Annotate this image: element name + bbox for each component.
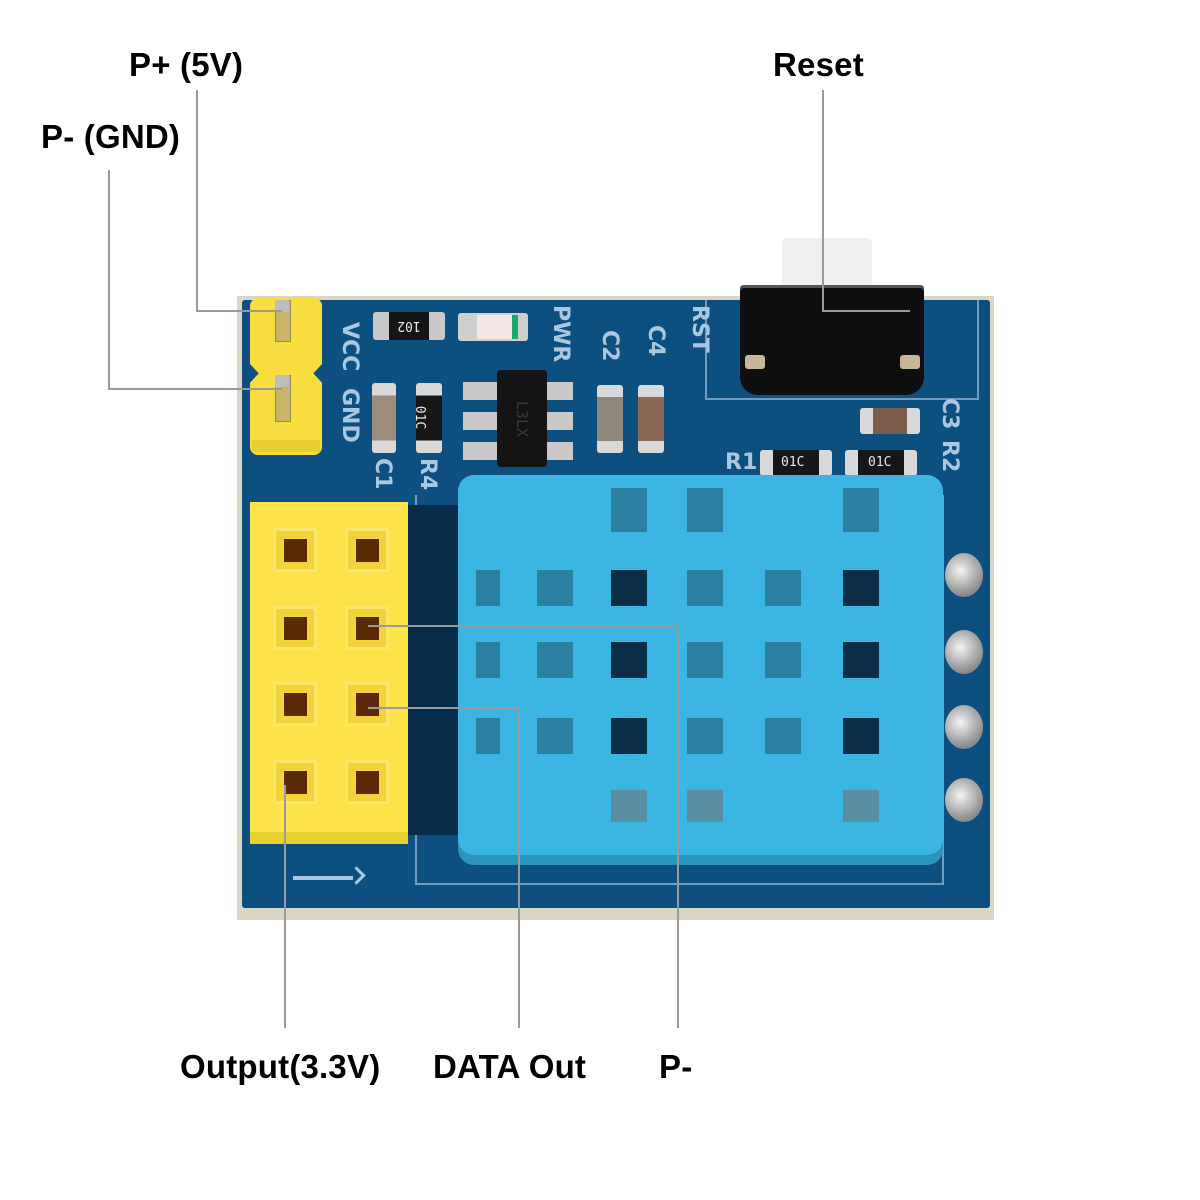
sensor-vent <box>765 642 801 678</box>
capacitor-c4 <box>638 385 664 453</box>
resistor-r1 <box>760 450 832 476</box>
sensor-vent <box>687 642 723 678</box>
sensor-vent <box>843 488 879 532</box>
trace-area <box>408 505 458 835</box>
resistor-r4-marking: 01C <box>412 405 428 430</box>
pwr-led-lens <box>477 315 513 339</box>
leader-p-plus-vertical <box>196 90 198 312</box>
sensor-vent <box>611 790 647 822</box>
resistor-102-marking: 102 <box>397 318 421 334</box>
capacitor-c3 <box>860 408 920 434</box>
resistor-102-body: 102 <box>389 312 429 340</box>
voltage-regulator: L3LX <box>497 370 547 467</box>
sensor-vent <box>476 642 500 678</box>
header-pin-vcc-top <box>275 300 289 312</box>
silk-r2: R2 <box>937 440 962 473</box>
sensor-vent <box>611 570 647 606</box>
socket-hole <box>284 693 307 716</box>
sensor-vent <box>843 570 879 606</box>
silk-r1: R1 <box>725 450 758 475</box>
socket-hole <box>356 539 379 562</box>
reset-button-pin-right <box>900 355 920 369</box>
socket-hole <box>356 771 379 794</box>
sensor-pin <box>945 705 983 749</box>
leader-reset-vertical <box>822 90 824 312</box>
sensor-vent <box>537 570 573 606</box>
sensor-vent <box>687 570 723 606</box>
leader-p-minus-gnd-vertical <box>108 170 110 390</box>
sensor-pin <box>945 630 983 674</box>
socket-hole <box>284 617 307 640</box>
resistor-r4 <box>416 383 442 453</box>
leader-p-minus-horizontal <box>368 625 679 627</box>
reset-button[interactable] <box>740 285 924 395</box>
sensor-vent <box>537 642 573 678</box>
label-reset: Reset <box>773 46 864 83</box>
resistor-r1-marking: 01C <box>781 455 805 470</box>
leader-output-vertical <box>284 785 286 1028</box>
leader-p-plus-horizontal <box>196 310 282 312</box>
leader-reset-horizontal <box>822 310 910 312</box>
silk-r4: R4 <box>415 458 440 491</box>
sensor-vent <box>765 570 801 606</box>
silk-vcc: VCC <box>337 322 362 372</box>
header-base <box>252 440 320 452</box>
sensor-vent <box>765 718 801 754</box>
silk-c2: C2 <box>597 330 622 362</box>
header-pin-gnd-top <box>275 375 289 387</box>
leader-data-vertical <box>518 707 520 1028</box>
silk-gnd: GND <box>337 388 362 443</box>
reset-button-pin-left <box>745 355 765 369</box>
sensor-vent <box>537 718 573 754</box>
silk-arrow <box>293 876 353 880</box>
resistor-r2 <box>845 450 917 476</box>
silk-c1: C1 <box>370 458 395 490</box>
label-p-plus-5v: P+ (5V) <box>129 46 244 83</box>
sensor-vent <box>476 718 500 754</box>
socket-hole <box>284 771 307 794</box>
socket-hole <box>356 617 379 640</box>
capacitor-c1 <box>372 383 396 453</box>
capacitor-c2 <box>597 385 623 453</box>
leader-p-minus-gnd-horizontal <box>108 388 282 390</box>
sensor-vent <box>843 790 879 822</box>
label-p-minus-gnd: P- (GND) <box>41 118 181 155</box>
leader-p-minus-vertical <box>677 625 679 1028</box>
silk-c4: C4 <box>643 325 668 357</box>
sensor-vent <box>843 642 879 678</box>
socket-hole <box>356 693 379 716</box>
sensor-vent <box>687 790 723 822</box>
button-silk-outline <box>705 300 979 400</box>
sensor-pin <box>945 778 983 822</box>
sensor-vent <box>611 488 647 532</box>
sensor-vent <box>611 718 647 754</box>
sensor-vent <box>687 488 723 532</box>
leader-data-horizontal <box>368 707 520 709</box>
socket-hole <box>284 539 307 562</box>
sensor-vent <box>611 642 647 678</box>
pwr-led-marker <box>512 315 518 339</box>
resistor-r2-marking: 01C <box>868 455 892 470</box>
reset-button-actuator[interactable] <box>782 238 872 293</box>
silk-rst: RST <box>687 305 712 353</box>
sensor-vent <box>476 570 500 606</box>
label-p-minus: P- <box>659 1048 693 1085</box>
regulator-marking: L3LX <box>513 400 531 437</box>
sensor-vent <box>843 718 879 754</box>
label-output-3v3: Output(3.3V) <box>180 1048 381 1085</box>
sensor-vent <box>687 718 723 754</box>
silk-c3: C3 <box>937 398 962 430</box>
sensor-pin <box>945 553 983 597</box>
label-data-out: DATA Out <box>433 1048 587 1085</box>
silk-pwr: PWR <box>548 305 573 363</box>
